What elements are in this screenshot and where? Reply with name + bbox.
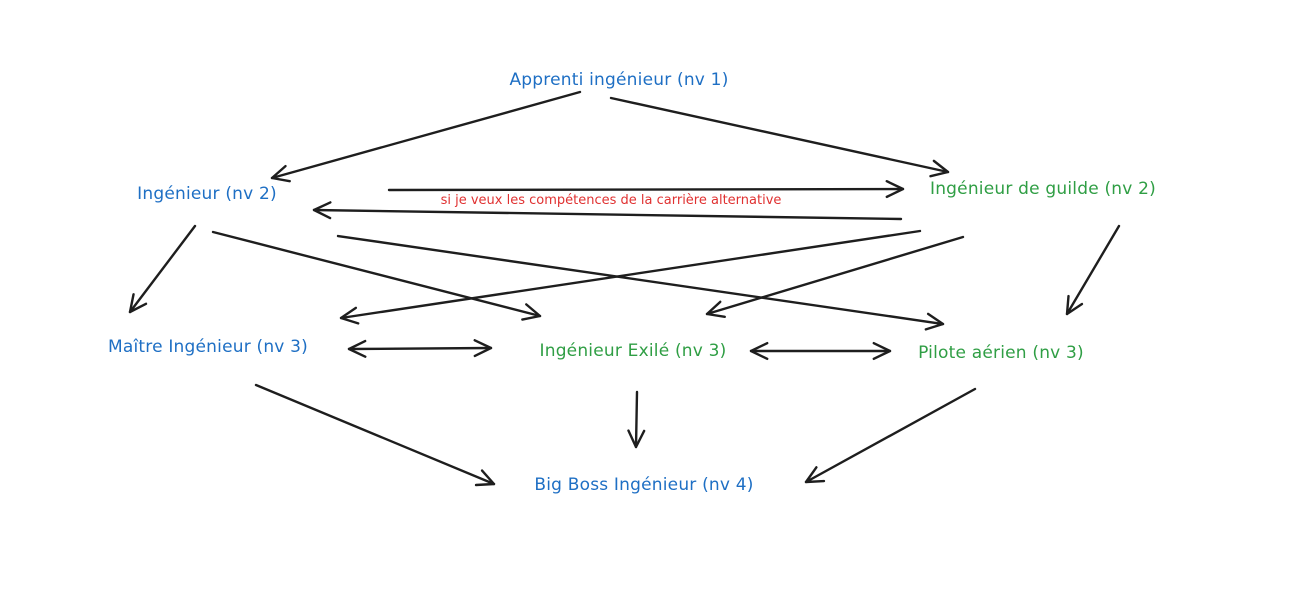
arrow-shaft: [634, 390, 639, 449]
arrowhead-icon: [1065, 294, 1084, 316]
arrow-shaft: [128, 224, 197, 314]
arrow-shaft: [270, 90, 582, 180]
arrowhead-icon: [312, 201, 332, 220]
edge-exile-to-bigboss[interactable]: [627, 390, 646, 449]
edge-apprenti-to-ingenieur[interactable]: [270, 90, 582, 183]
edge-guilde-to-maitre[interactable]: [339, 229, 922, 325]
arrowhead-icon: [339, 306, 360, 325]
arrowhead-icon: [705, 300, 726, 319]
node-apprenti-ingenieur[interactable]: Apprenti ingénieur (nv 1): [509, 70, 729, 90]
node-ingenieur-exile[interactable]: Ingénieur Exilé (nv 3): [539, 341, 727, 361]
arrowhead-icon: [270, 164, 291, 183]
edge-ingenieur-to-exile[interactable]: [211, 230, 542, 321]
arrow-shaft: [705, 235, 965, 316]
node-ingenieur-de-guilde[interactable]: Ingénieur de guilde (nv 2): [929, 179, 1157, 199]
node-big-boss-ingenieur[interactable]: Big Boss Ingénieur (nv 4): [534, 475, 754, 495]
arrow-shaft: [211, 230, 542, 318]
edge-maitre-to-exile[interactable]: [347, 339, 493, 358]
arrow-shaft: [347, 346, 493, 351]
arrowhead-icon: [474, 469, 496, 487]
arrowhead-icon: [804, 466, 826, 484]
edge-maitre-to-bigboss[interactable]: [254, 383, 496, 487]
node-maitre-ingenieur[interactable]: Maître Ingénieur (nv 3): [107, 337, 309, 357]
arrowhead-icon: [347, 339, 367, 358]
arrowhead-icon: [749, 341, 769, 361]
arrowhead-icon: [627, 429, 646, 449]
arrowhead-icon: [521, 303, 542, 321]
arrow-shaft: [312, 208, 903, 221]
edge-ingenieur-to-maitre[interactable]: [128, 224, 197, 314]
annotation-career-switch: si je veux les compétences de la carrièr…: [440, 193, 782, 208]
arrowhead-icon: [924, 312, 945, 331]
arrow-shaft: [609, 96, 950, 174]
node-ingenieur[interactable]: Ingénieur (nv 2): [137, 184, 277, 204]
arrow-shaft: [254, 383, 496, 486]
arrowhead-icon: [473, 339, 493, 358]
node-pilote-aerien[interactable]: Pilote aérien (nv 3): [918, 343, 1084, 363]
arrowhead-icon: [872, 341, 892, 361]
arrow-shaft: [804, 387, 977, 484]
edge-ingenieur-to-pilote[interactable]: [336, 234, 945, 331]
edge-guilde-to-pilote[interactable]: [1065, 224, 1121, 316]
arrow-shaft: [339, 229, 922, 320]
arrow-shaft: [336, 234, 945, 326]
arrowhead-icon: [128, 293, 148, 314]
arrow-shaft: [387, 187, 905, 192]
edge-guilde-to-ingenieur[interactable]: [312, 201, 903, 221]
edge-guilde-to-exile[interactable]: [705, 235, 965, 319]
arrow-shaft: [1065, 224, 1121, 316]
edge-ingenieur-to-guilde[interactable]: [387, 180, 905, 199]
edge-apprenti-to-guilde[interactable]: [609, 96, 950, 178]
arrowhead-icon: [885, 180, 905, 199]
edge-pilote-to-bigboss[interactable]: [804, 387, 977, 484]
arrowhead-icon: [929, 159, 950, 178]
edge-exile-to-pilote[interactable]: [749, 341, 892, 361]
